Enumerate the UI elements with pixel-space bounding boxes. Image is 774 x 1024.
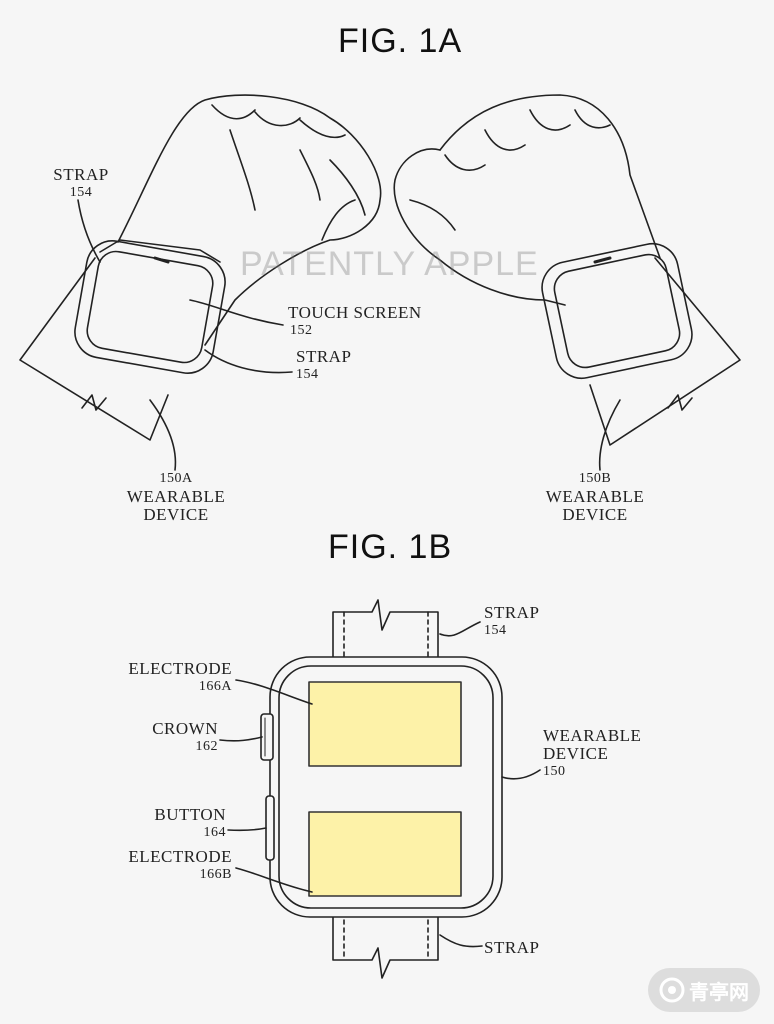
leader-crown bbox=[219, 736, 263, 742]
leader-strap-bottom bbox=[439, 934, 483, 948]
device-b-line1: WEARABLE bbox=[545, 487, 645, 506]
bottom-strap bbox=[332, 911, 439, 979]
leader-device-a bbox=[149, 399, 177, 471]
strap-label-left-num: 154 bbox=[69, 185, 93, 200]
strap-top-label: STRAP 154 bbox=[484, 604, 539, 640]
electrode-b-label: ELECTRODE 166B bbox=[110, 848, 232, 884]
device-a-line1: WEARABLE bbox=[126, 487, 226, 506]
fig-1b-title: FIG. 1B bbox=[328, 528, 453, 566]
strap-label-left-text: STRAP bbox=[53, 165, 109, 184]
electrode-a-label: ELECTRODE 166A bbox=[110, 660, 232, 696]
wearable-num: 150 bbox=[543, 764, 566, 779]
badge-text: 青亭网 bbox=[689, 979, 749, 1004]
strap-top-num: 154 bbox=[484, 623, 507, 638]
leader-electrode-a bbox=[235, 679, 313, 705]
leader-button bbox=[227, 827, 267, 832]
strap-top-text: STRAP bbox=[484, 603, 540, 622]
electrode-166b bbox=[308, 811, 462, 897]
source-badge: 青亭网 bbox=[648, 968, 760, 1012]
strap-label-mid-text: STRAP bbox=[296, 347, 352, 366]
electrode-a-num: 166A bbox=[198, 679, 232, 694]
strap-bottom-text: STRAP bbox=[484, 938, 540, 957]
wearable-device-label: WEARABLE DEVICE 150 bbox=[543, 727, 641, 781]
right-watch-case bbox=[541, 242, 693, 380]
leader-strap-mid bbox=[204, 349, 293, 374]
side-button-icon bbox=[265, 795, 275, 861]
device-a-num: 150A bbox=[159, 471, 193, 486]
right-fist bbox=[393, 148, 566, 306]
left-forearm bbox=[19, 257, 169, 441]
electrode-b-text: ELECTRODE bbox=[128, 847, 232, 866]
device-a-label: 150A WEARABLE DEVICE bbox=[118, 470, 234, 524]
leader-device-b bbox=[598, 399, 621, 471]
top-strap bbox=[332, 599, 439, 661]
strap-label-left: STRAP 154 bbox=[48, 166, 114, 202]
leader-wearable bbox=[501, 769, 541, 780]
watermark: PATENTLY APPLE bbox=[240, 245, 539, 283]
left-forearm-break bbox=[81, 394, 107, 411]
right-forearm bbox=[589, 257, 741, 446]
device-b-num: 150B bbox=[578, 471, 612, 486]
button-label: BUTTON 164 bbox=[130, 806, 226, 842]
crown-num: 162 bbox=[195, 739, 218, 754]
left-watch-case bbox=[74, 240, 226, 374]
crown-text: CROWN bbox=[152, 719, 218, 738]
left-watch-strap-top bbox=[99, 239, 221, 263]
wearable-line2: DEVICE bbox=[543, 744, 609, 763]
leader-electrode-b bbox=[235, 867, 313, 893]
logo-icon bbox=[659, 977, 685, 1003]
electrode-166a bbox=[308, 681, 462, 767]
touch-screen-num: 152 bbox=[290, 323, 313, 338]
fig-1b-drawing bbox=[219, 599, 541, 979]
wearable-line1: WEARABLE bbox=[543, 726, 642, 745]
leader-strap-top bbox=[439, 621, 481, 637]
device-a-line2: DEVICE bbox=[143, 505, 209, 524]
device-b-label: 150B WEARABLE DEVICE bbox=[537, 470, 653, 524]
button-text: BUTTON bbox=[154, 805, 226, 824]
electrode-a-text: ELECTRODE bbox=[128, 659, 232, 678]
leader-touch-screen bbox=[189, 299, 284, 326]
leader-strap-left bbox=[77, 199, 101, 263]
right-forearm-break bbox=[667, 394, 693, 411]
button-num: 164 bbox=[203, 825, 226, 840]
watch-case-inner bbox=[278, 665, 494, 909]
crown-label: CROWN 162 bbox=[130, 720, 218, 756]
fig-1a-title: FIG. 1A bbox=[338, 22, 463, 60]
strap-label-mid: STRAP 154 bbox=[296, 348, 351, 384]
fig-1a-drawing bbox=[19, 94, 741, 471]
strap-bottom-label: STRAP bbox=[484, 939, 539, 957]
device-b-line2: DEVICE bbox=[562, 505, 628, 524]
right-watch-screen bbox=[553, 253, 681, 369]
left-fist bbox=[117, 94, 382, 346]
electrode-b-num: 166B bbox=[199, 867, 232, 882]
strap-label-mid-num: 154 bbox=[296, 367, 319, 382]
touch-screen-label: TOUCH SCREEN 152 bbox=[288, 304, 422, 340]
left-watch-screen bbox=[86, 250, 214, 364]
touch-screen-text: TOUCH SCREEN bbox=[288, 303, 422, 322]
